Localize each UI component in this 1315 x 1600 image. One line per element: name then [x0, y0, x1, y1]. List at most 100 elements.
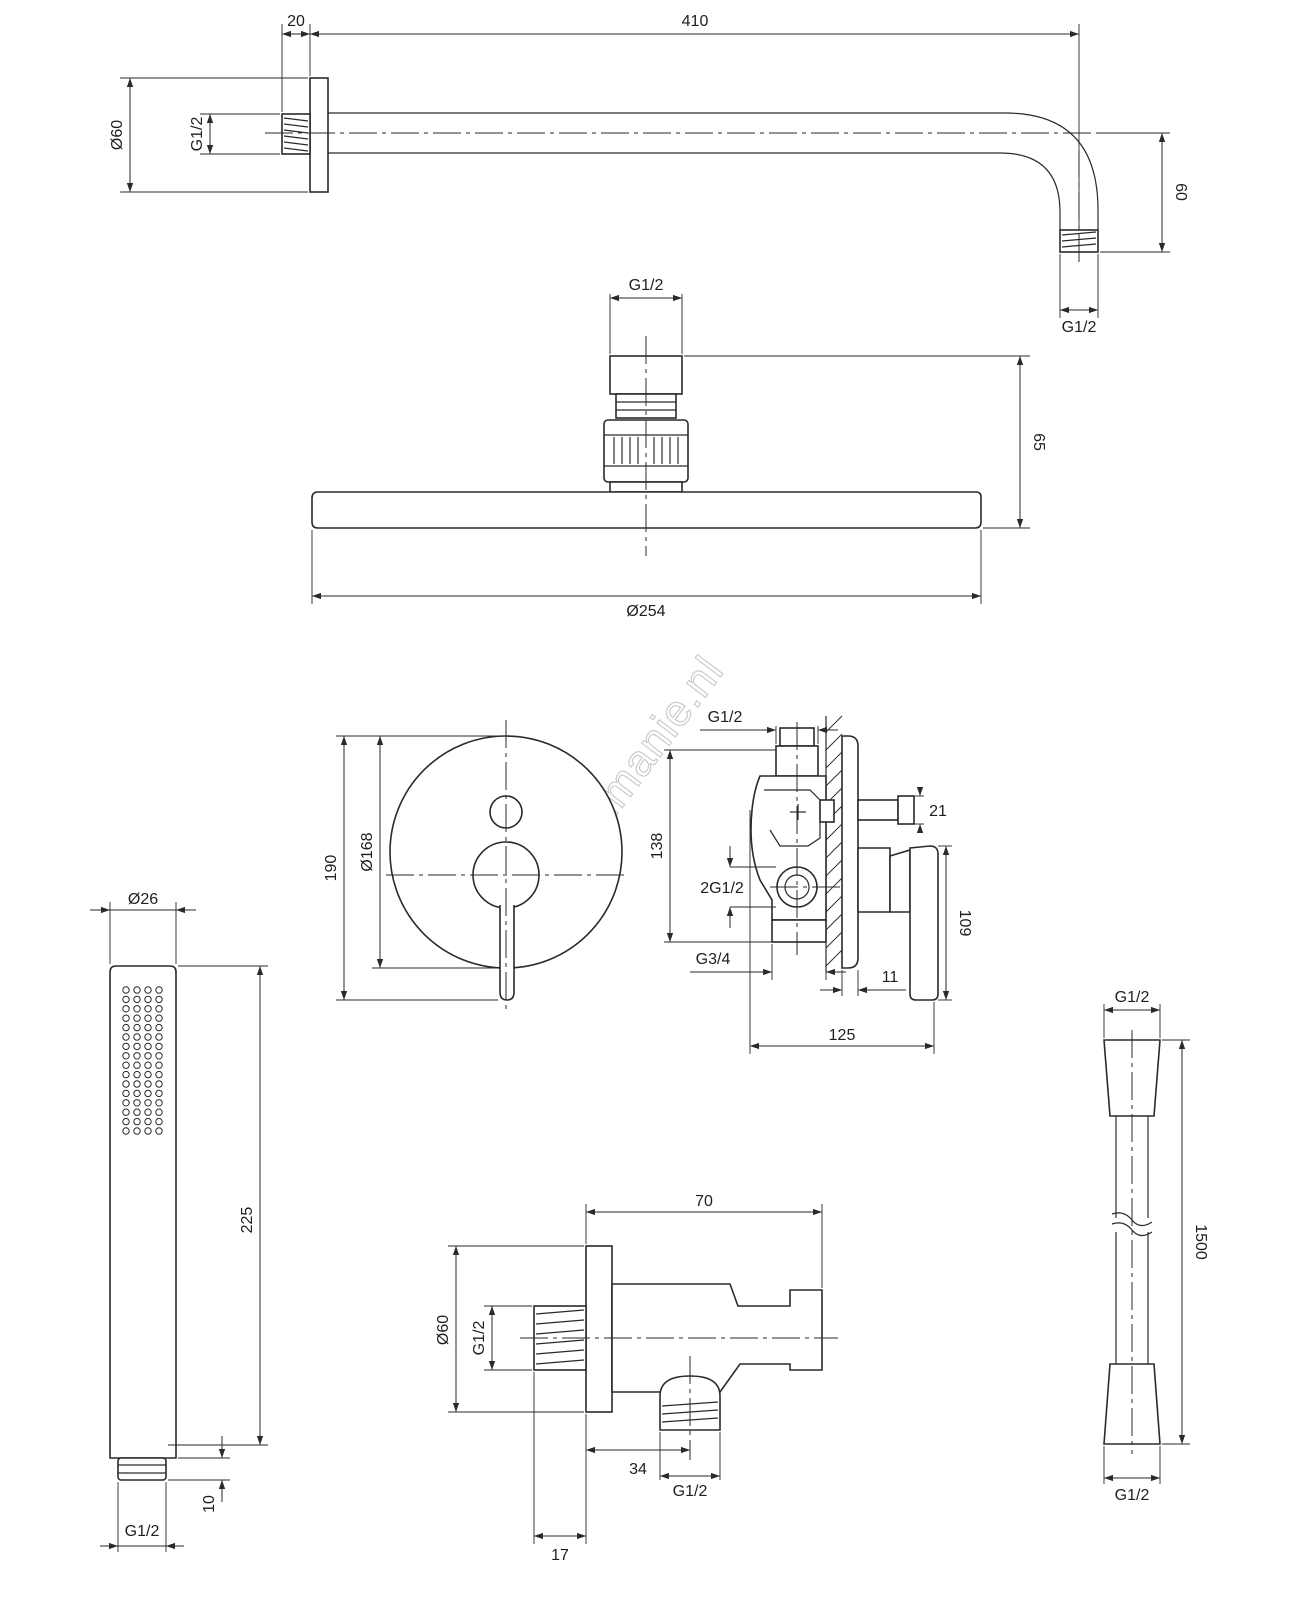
dim-head-inlet-thread: G1/2 — [629, 277, 664, 294]
dim-hose-length: 1500 — [1192, 1224, 1209, 1260]
nozzle-dot — [144, 1033, 152, 1041]
outlet-wall-flange — [585, 1245, 613, 1413]
dim-mixer-overall-height: 190 — [323, 855, 340, 882]
dim-hand-shower-connector: 10 — [201, 1495, 218, 1513]
nozzle-dot — [144, 1042, 152, 1051]
dim-hand-shower-diameter: Ø26 — [128, 891, 158, 908]
nozzle-dot — [144, 1108, 152, 1116]
nozzle-dot — [144, 995, 152, 1004]
dim-head-height: 65 — [1030, 433, 1047, 451]
nozzle-dot — [122, 986, 130, 994]
nozzle-dot — [122, 1033, 130, 1041]
nozzle-dot — [144, 1052, 152, 1060]
shower-arm-drawing: 20 410 Ø60 G1/2 60 G1/2 — [109, 13, 1189, 336]
dim-hand-shower-thread: G1/2 — [125, 1523, 160, 1540]
nozzle-dot — [155, 1061, 163, 1069]
hose-bottom-cone — [1103, 1363, 1161, 1445]
dim-arm-length: 410 — [682, 13, 709, 30]
mixer-cartridge-stem — [857, 799, 899, 821]
nozzle-dot — [133, 1127, 141, 1135]
mixer-bottom-inlet — [771, 919, 827, 943]
hose-drawing: G1/2 1500 G1/2 — [1103, 989, 1209, 1504]
hand-shower-drawing: Ø26 225 10 G1/2 — [90, 891, 268, 1552]
nozzle-dot — [122, 1023, 130, 1032]
nozzle-dot — [155, 995, 163, 1004]
nozzle-dot — [122, 1108, 130, 1116]
dim-arm-inlet-thread: G1/2 — [189, 117, 206, 152]
dim-hand-shower-length: 225 — [239, 1207, 256, 1234]
dim-outlet-depth: 70 — [695, 1193, 713, 1210]
dim-mixer-top-thread: G1/2 — [708, 709, 743, 726]
dim-head-diameter: Ø254 — [626, 603, 665, 620]
nozzle-dot — [144, 1089, 152, 1098]
nozzle-dot — [144, 1061, 152, 1069]
mixer-diverter-knob-side — [897, 795, 915, 825]
nozzle-dot — [155, 1014, 163, 1022]
hand-shower-nozzles — [122, 986, 163, 1135]
nozzle-dot — [133, 1042, 141, 1051]
mixer-handle-base — [857, 847, 891, 913]
nozzle-dot — [133, 1023, 141, 1032]
dim-arm-flange-thickness: 20 — [287, 13, 305, 30]
mixer-plate-side — [841, 735, 859, 969]
nozzle-dot — [133, 1080, 141, 1088]
mixer-lever-front — [499, 905, 515, 1001]
nozzle-dot — [155, 1042, 163, 1051]
dim-outlet-offset: 34 — [629, 1461, 647, 1478]
nozzle-dot — [133, 1089, 141, 1098]
nozzle-dot — [122, 1127, 130, 1135]
nozzle-dot — [122, 1005, 130, 1013]
nozzle-dot — [155, 1099, 163, 1107]
nozzle-dot — [144, 1117, 152, 1126]
nozzle-dot — [144, 1099, 152, 1107]
nozzle-dot — [144, 1023, 152, 1032]
wall-outlet-drawing: 70 Ø60 G1/2 34 G1/2 17 — [435, 1193, 838, 1564]
dim-outlet-inlet-thread: G1/2 — [471, 1321, 488, 1356]
dim-arm-flange-diameter: Ø60 — [109, 120, 126, 150]
nozzle-dot — [122, 1052, 130, 1060]
nozzle-dot — [133, 1052, 141, 1060]
mixer-body-drawing: G1/2 138 21 2G1/2 G3/4 109 11 — [649, 709, 973, 1054]
nozzle-dot — [144, 1127, 152, 1135]
nozzle-dot — [133, 1108, 141, 1116]
nozzle-dot — [155, 1033, 163, 1041]
nozzle-dot — [133, 1070, 141, 1079]
dim-mixer-plate-offset: 11 — [882, 969, 899, 986]
nozzle-dot — [144, 1070, 152, 1079]
nozzle-dot — [155, 1052, 163, 1060]
dim-hose-top-thread: G1/2 — [1115, 989, 1150, 1006]
nozzle-dot — [144, 1080, 152, 1088]
shower-head-drawing: G1/2 65 Ø254 — [311, 277, 1047, 620]
nozzle-dot — [133, 1014, 141, 1022]
dim-mixer-body-height: 138 — [649, 833, 666, 860]
hand-shower-connector — [117, 1457, 167, 1481]
nozzle-dot — [122, 995, 130, 1004]
dim-outlet-thread: G1/2 — [673, 1483, 708, 1500]
dim-arm-outlet-thread: G1/2 — [1062, 319, 1097, 336]
nozzle-dot — [122, 1089, 130, 1098]
hand-shower-body — [109, 965, 177, 1459]
nozzle-dot — [133, 986, 141, 994]
nozzle-dot — [144, 986, 152, 994]
nozzle-dot — [155, 1080, 163, 1088]
nozzle-dot — [122, 1070, 130, 1079]
nozzle-dot — [155, 1089, 163, 1098]
mixer-side-port — [819, 799, 835, 823]
hose-break-bottom — [1111, 1222, 1153, 1237]
dim-mixer-stem-length: 21 — [929, 803, 947, 820]
arm-pipe-top — [328, 112, 1099, 232]
nozzle-dot — [133, 1005, 141, 1013]
nozzle-dot — [144, 1014, 152, 1022]
dim-mixer-outlets: 2G1/2 — [700, 880, 744, 897]
nozzle-dot — [122, 1117, 130, 1126]
dim-outlet-flange-diameter: Ø60 — [435, 1315, 452, 1345]
nozzle-dot — [122, 1061, 130, 1069]
nozzle-dot — [144, 1005, 152, 1013]
nozzle-dot — [133, 1099, 141, 1107]
dim-hose-bottom-thread: G1/2 — [1115, 1487, 1150, 1504]
dim-mixer-inlet: G3/4 — [696, 951, 731, 968]
mixer-lever-side — [909, 845, 939, 1001]
nozzle-dot — [122, 1099, 130, 1107]
nozzle-dot — [155, 986, 163, 994]
